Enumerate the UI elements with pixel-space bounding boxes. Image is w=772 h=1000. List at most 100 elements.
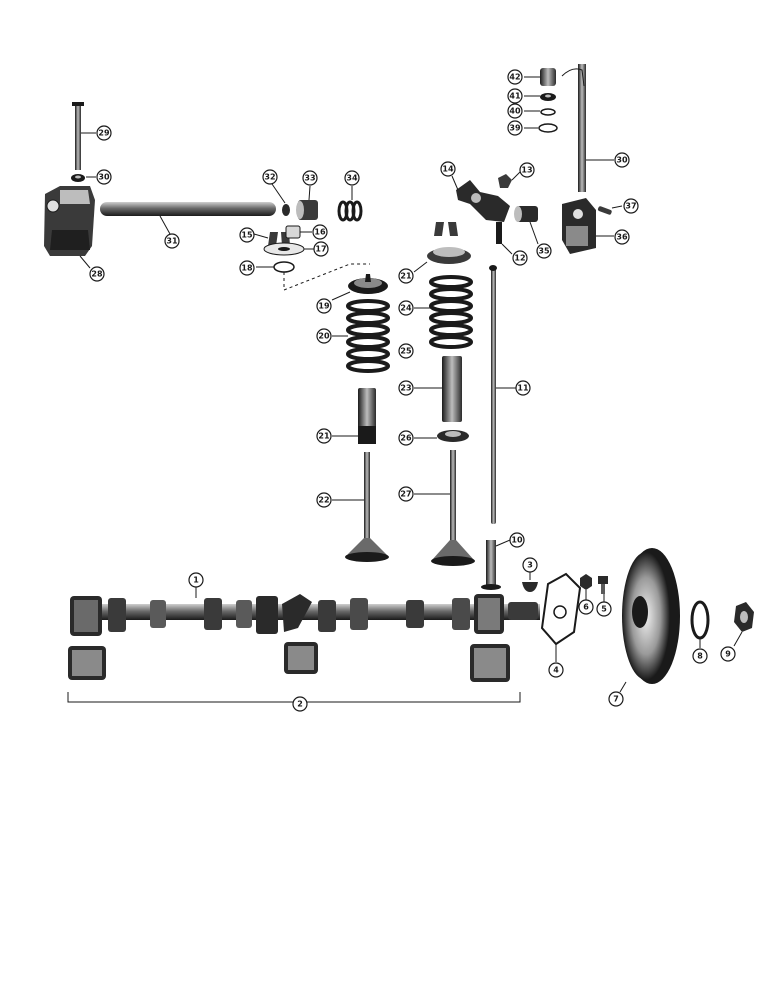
callout-6: 6 bbox=[578, 599, 594, 615]
part-nut-9 bbox=[733, 602, 754, 647]
part-end-support-36 bbox=[562, 198, 614, 254]
callout-9: 9 bbox=[720, 646, 736, 662]
part-intake-spring-24 bbox=[414, 275, 473, 349]
callout-23: 23 bbox=[398, 380, 414, 396]
callout-3: 3 bbox=[522, 557, 538, 573]
callout-40: 40 bbox=[507, 103, 523, 119]
svg-text:12: 12 bbox=[514, 254, 525, 263]
part-bearing-center bbox=[284, 642, 318, 674]
svg-text:27: 27 bbox=[400, 490, 411, 499]
callout-10: 10 bbox=[509, 532, 525, 548]
callout-30-washer: 30 bbox=[96, 169, 112, 185]
callout-26: 26 bbox=[398, 430, 414, 446]
part-rocker-arm-14 bbox=[451, 175, 510, 222]
dashed-leader bbox=[283, 263, 370, 291]
callout-24: 24 bbox=[398, 300, 414, 316]
svg-text:32: 32 bbox=[264, 173, 275, 182]
part-washer-40 bbox=[524, 108, 556, 116]
callout-19: 19 bbox=[316, 298, 332, 314]
callout-17: 17 bbox=[313, 241, 329, 257]
svg-text:18: 18 bbox=[241, 264, 253, 273]
part-seal-26 bbox=[414, 430, 469, 442]
callout-14: 14 bbox=[440, 161, 456, 177]
callout-1: 1 bbox=[188, 572, 204, 588]
svg-text:7: 7 bbox=[613, 695, 619, 704]
svg-text:10: 10 bbox=[511, 536, 523, 545]
part-nut-13 bbox=[498, 171, 521, 188]
svg-text:20: 20 bbox=[318, 332, 330, 341]
svg-text:21: 21 bbox=[400, 272, 412, 281]
svg-text:33: 33 bbox=[304, 174, 315, 183]
svg-text:40: 40 bbox=[509, 107, 521, 116]
part-bushing-35 bbox=[514, 206, 539, 245]
part-bushing-33 bbox=[296, 185, 318, 220]
part-bolt-29 bbox=[72, 102, 96, 170]
part-valve-guide-21 bbox=[332, 388, 376, 444]
part-thrust-plate-4 bbox=[540, 572, 582, 662]
part-spacer-spring-34 bbox=[337, 186, 363, 222]
svg-text:14: 14 bbox=[442, 165, 454, 174]
callout-15: 15 bbox=[239, 227, 255, 243]
callout-32: 32 bbox=[262, 169, 278, 185]
callout-16: 16 bbox=[312, 224, 328, 240]
svg-text:24: 24 bbox=[400, 304, 412, 313]
part-intake-retainer-23 bbox=[413, 247, 471, 273]
svg-text:3: 3 bbox=[527, 561, 533, 570]
svg-text:4: 4 bbox=[553, 666, 559, 675]
callout-34: 34 bbox=[344, 170, 360, 186]
part-rocker-support-28 bbox=[44, 186, 95, 269]
svg-text:30: 30 bbox=[616, 156, 628, 165]
svg-text:26: 26 bbox=[400, 434, 412, 443]
callout-11: 11 bbox=[515, 380, 531, 396]
svg-text:29: 29 bbox=[98, 129, 110, 138]
svg-text:5: 5 bbox=[601, 605, 607, 614]
svg-text:8: 8 bbox=[697, 652, 703, 661]
part-push-rod-11 bbox=[489, 265, 516, 524]
part-bearing-rear bbox=[470, 644, 510, 682]
callout-35: 35 bbox=[536, 243, 552, 259]
part-nut-41 bbox=[524, 93, 556, 101]
part-pin-37 bbox=[597, 205, 623, 215]
svg-text:17: 17 bbox=[315, 245, 326, 254]
callout-13: 13 bbox=[519, 162, 535, 178]
part-camshaft-1 bbox=[70, 586, 540, 636]
callout-5: 5 bbox=[596, 601, 612, 617]
part-cam-gear-7 bbox=[619, 548, 680, 693]
callout-29: 29 bbox=[96, 125, 112, 141]
svg-text:21: 21 bbox=[318, 432, 330, 441]
part-tappet-10 bbox=[481, 539, 511, 590]
callout-12: 12 bbox=[512, 250, 528, 266]
part-washer-30 bbox=[71, 174, 96, 182]
svg-text:2: 2 bbox=[297, 700, 303, 709]
callout-4: 4 bbox=[548, 662, 564, 678]
svg-text:16: 16 bbox=[314, 228, 326, 237]
svg-text:1: 1 bbox=[193, 576, 199, 585]
part-spring-32 bbox=[271, 183, 290, 216]
callout-30-line: 30 bbox=[614, 152, 630, 168]
part-valve-spring-20 bbox=[332, 299, 390, 373]
svg-text:36: 36 bbox=[616, 233, 628, 242]
part-oil-line-38 bbox=[561, 64, 614, 192]
part-screw-12 bbox=[496, 222, 513, 255]
callout-37: 37 bbox=[623, 198, 639, 214]
part-valve-22 bbox=[332, 452, 389, 562]
svg-text:25: 25 bbox=[400, 347, 412, 356]
svg-text:6: 6 bbox=[583, 603, 589, 612]
svg-text:35: 35 bbox=[538, 247, 550, 256]
svg-text:39: 39 bbox=[509, 124, 521, 133]
callout-41: 41 bbox=[507, 88, 523, 104]
part-locks-23 bbox=[434, 222, 458, 236]
callout-42: 42 bbox=[507, 69, 523, 85]
part-bearing-front bbox=[68, 646, 106, 680]
part-intake-guide-25 bbox=[414, 356, 462, 422]
part-intake-valve-27 bbox=[414, 450, 475, 566]
svg-text:34: 34 bbox=[346, 174, 358, 183]
callout-22: 22 bbox=[316, 492, 332, 508]
svg-text:23: 23 bbox=[400, 384, 411, 393]
svg-text:19: 19 bbox=[318, 302, 330, 311]
svg-text:22: 22 bbox=[318, 496, 329, 505]
callout-7: 7 bbox=[608, 691, 624, 707]
svg-text:37: 37 bbox=[625, 202, 636, 211]
callout-18: 18 bbox=[239, 260, 255, 276]
